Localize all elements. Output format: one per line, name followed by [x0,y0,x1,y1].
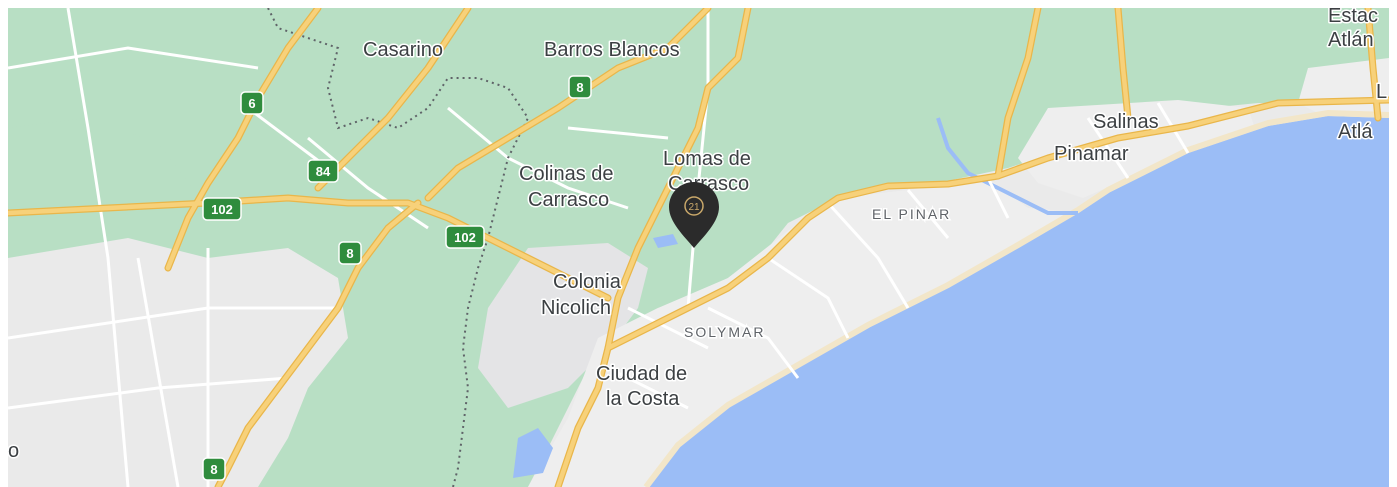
lagoon-south [513,428,553,478]
district-el-pinar[interactable]: EL PINAR [871,205,951,224]
place-estacion-atlantida-line1[interactable]: Estac [1327,8,1380,29]
place-salinas[interactable]: Salinas [1092,110,1161,135]
place-ciudad-de-la-costa-line2[interactable]: la Costa [605,387,682,412]
minor-roads [8,8,1190,487]
route-shield-8-top: 8 [568,75,592,99]
place-casarino[interactable]: Casarino [362,38,445,63]
century21-logo-icon [684,196,704,216]
place-colinas-de-carrasco-line2[interactable]: Carrasco [527,188,611,213]
svg-text:8: 8 [576,80,583,95]
place-atlantida-line2[interactable]: Atlá [1337,120,1375,145]
route-shield-102-center: 102 [445,225,485,249]
highways [8,8,1389,487]
district-solymar[interactable]: SOLYMAR [683,323,765,342]
beach [643,109,1389,487]
svg-text:8: 8 [210,462,217,477]
place-left-edge-partial[interactable]: o [8,439,21,464]
svg-text:6: 6 [248,96,255,111]
department-border [267,8,530,487]
ocean [648,116,1389,487]
urban-area-west [8,238,348,487]
route-shield-102-left: 102 [202,197,242,221]
svg-text:84: 84 [316,164,331,179]
marker-logo-text: 21 [688,202,700,213]
map-view[interactable]: 6 8 84 102 102 8 8 Casarino Barros Blanc… [8,8,1389,487]
place-colinas-de-carrasco-line1[interactable]: Colinas de [518,162,616,187]
svg-text:102: 102 [211,202,233,217]
route-shield-8-mid: 8 [338,241,362,265]
place-atlantida-line1[interactable]: L [1375,80,1389,105]
route-shield-8-bottom: 8 [202,457,226,481]
place-colonia-nicolich-line2[interactable]: Nicolich [540,296,613,321]
place-barros-blancos[interactable]: Barros Blancos [543,38,682,63]
place-colonia-nicolich-line1[interactable]: Colonia [552,270,624,295]
route-shield-84: 84 [307,159,339,183]
place-estacion-atlantida-line2[interactable]: Atlán [1327,28,1376,53]
urban-area-coast [528,178,1088,487]
place-lomas-de-carrasco-line1[interactable]: Lomas de [662,147,753,172]
lagoon-small [653,234,678,248]
svg-text:102: 102 [454,230,476,245]
location-marker[interactable]: 21 [669,182,719,248]
place-pinamar[interactable]: Pinamar [1053,142,1131,167]
urban-area-nicolich [478,243,648,408]
svg-text:8: 8 [346,246,353,261]
place-ciudad-de-la-costa-line1[interactable]: Ciudad de [595,362,689,387]
route-shield-6: 6 [240,91,264,115]
